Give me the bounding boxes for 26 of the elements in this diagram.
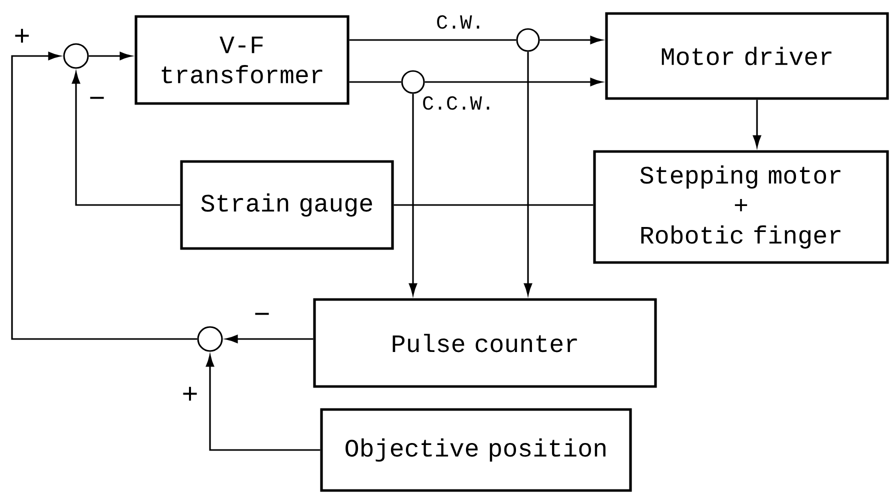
process-box: Motor driver: [605, 12, 889, 100]
connector-arrow: [226, 334, 314, 344]
process-box: Stepping motor + Robotic finger: [593, 150, 889, 264]
process-box: V-F transformer: [134, 15, 350, 105]
process-box: Pulse counter: [313, 298, 657, 388]
junction-circle: [516, 28, 540, 52]
connector-arrow: [72, 72, 180, 206]
sign-label: +: [183, 386, 197, 401]
process-box: Objective position: [320, 408, 632, 492]
connector-arrow: [524, 52, 532, 295]
connector-arrow: [408, 94, 418, 295]
edge-label: C.C.W.: [421, 95, 496, 111]
summing-junction: [63, 43, 89, 69]
connector-arrow: [206, 355, 320, 451]
sign-label: +: [15, 28, 29, 43]
connector-arrow: [752, 100, 762, 147]
connector-arrow: [88, 52, 132, 60]
connector-arrow: [424, 78, 602, 86]
summing-junction: [197, 326, 223, 352]
sign-label: −: [255, 312, 269, 315]
connector-arrow: [11, 52, 198, 340]
junction-circle: [401, 70, 425, 94]
process-box: Strain gauge: [180, 160, 394, 250]
connector-arrow: [540, 36, 602, 44]
edge-label: C.W.: [435, 14, 486, 30]
sign-label: −: [90, 96, 104, 99]
